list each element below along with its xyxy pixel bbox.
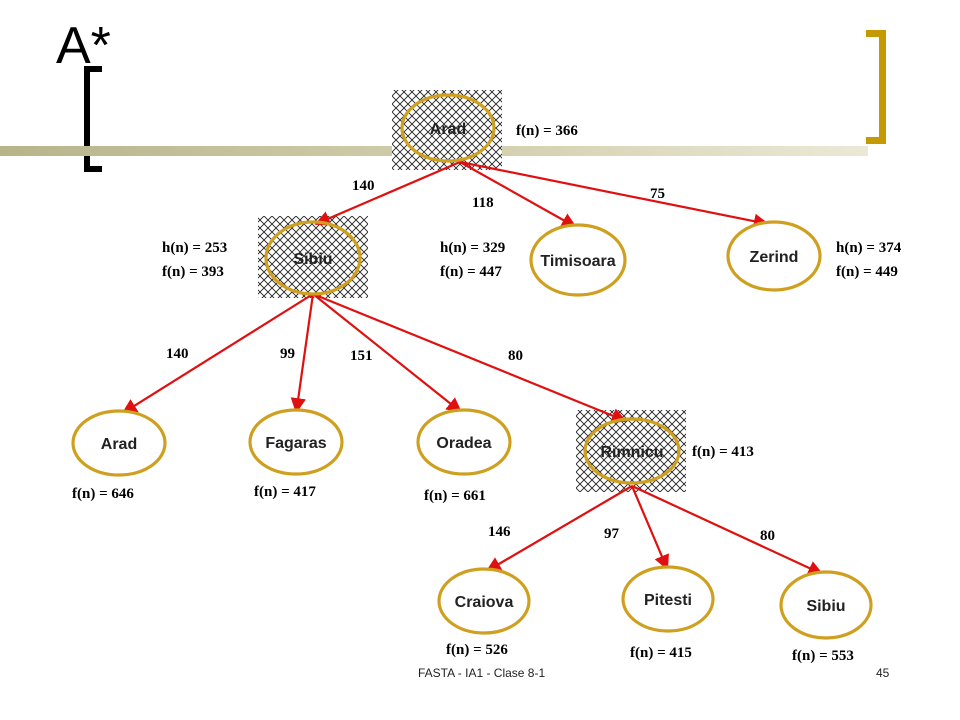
edge-arad-root-timisoara (459, 161, 577, 228)
node-sibiu-2 (779, 570, 873, 640)
edge-cost-label: 80 (508, 348, 523, 364)
node-equation-fagaras: f(n) = 417 (254, 484, 316, 500)
node-label-sibiu: Sibiu (293, 251, 332, 268)
node-oradea (416, 408, 512, 476)
node-label-craiova: Craiova (455, 594, 514, 611)
node-equation-zerind: f(n) = 449 (836, 264, 898, 280)
node-label-oradea: Oradea (436, 435, 491, 452)
edge-cost-label: 97 (604, 526, 620, 542)
edge-sibiu-rimnicu (312, 292, 628, 423)
node-arad-root (400, 93, 496, 163)
right-bracket-decoration (866, 30, 886, 144)
left-bracket-decoration (84, 66, 102, 172)
edge-arad-root-sibiu (314, 160, 461, 226)
edge-arad-root-zerind (459, 160, 770, 229)
node-label-timisoara: Timisoara (540, 253, 615, 270)
edge-sibiu-oradea (312, 293, 463, 413)
edge-cost-label: 99 (280, 346, 295, 362)
node-rimnicu (583, 417, 681, 485)
expanded-marker-sibiu (258, 216, 368, 298)
edge-sibiu-arad-2 (121, 293, 314, 414)
node-label-zerind: Zerind (750, 249, 799, 266)
edge-cost-label: 146 (488, 524, 511, 540)
node-craiova (437, 567, 531, 635)
node-sibiu (264, 220, 362, 296)
node-fagaras (248, 408, 344, 476)
node-equation-craiova: f(n) = 526 (446, 642, 508, 658)
node-label-arad-2: Arad (101, 436, 137, 453)
node-equation-arad-root: f(n) = 366 (516, 123, 578, 139)
node-equation-timisoara: f(n) = 447 (440, 264, 502, 280)
node-timisoara (529, 223, 627, 297)
edge-cost-label: 118 (472, 195, 494, 211)
edge-cost-label: 140 (352, 178, 375, 194)
node-equation-oradea: f(n) = 661 (424, 488, 486, 504)
node-zerind (726, 220, 822, 292)
node-label-fagaras: Fagaras (265, 435, 326, 452)
node-arad-2 (71, 409, 167, 477)
node-equation-pitesti: f(n) = 415 (630, 645, 692, 661)
node-equation-zerind: h(n) = 374 (836, 240, 902, 256)
node-equation-timisoara: h(n) = 329 (440, 240, 505, 256)
node-pitesti (621, 565, 715, 633)
edge-rimnicu-sibiu-2 (631, 485, 824, 576)
footer-course: FASTA - IA1 - Clase 8-1 (418, 666, 546, 680)
node-equation-sibiu: h(n) = 253 (162, 240, 227, 256)
expanded-marker-arad-root (392, 90, 502, 170)
edge-sibiu-fagaras (290, 293, 315, 414)
edge-cost-label: 151 (350, 348, 373, 364)
page-number: 45 (876, 666, 890, 680)
node-equation-sibiu: f(n) = 393 (162, 264, 224, 280)
node-label-arad-root: Arad (430, 121, 466, 138)
node-equation-rimnicu: f(n) = 413 (692, 444, 754, 460)
node-equation-arad-2: f(n) = 646 (72, 486, 134, 502)
node-label-pitesti: Pitesti (644, 592, 692, 609)
edge-cost-label: 75 (650, 186, 665, 202)
node-equation-sibiu-2: f(n) = 553 (792, 648, 854, 664)
edge-rimnicu-pitesti (630, 485, 669, 571)
edge-cost-label: 140 (166, 346, 189, 362)
node-label-sibiu-2: Sibiu (806, 598, 845, 615)
slide-title: A* (56, 17, 111, 75)
expanded-marker-rimnicu (576, 410, 686, 492)
edge-rimnicu-craiova (485, 485, 633, 572)
node-label-rimnicu: Rimnicu (600, 444, 663, 461)
edge-cost-label: 80 (760, 528, 775, 544)
